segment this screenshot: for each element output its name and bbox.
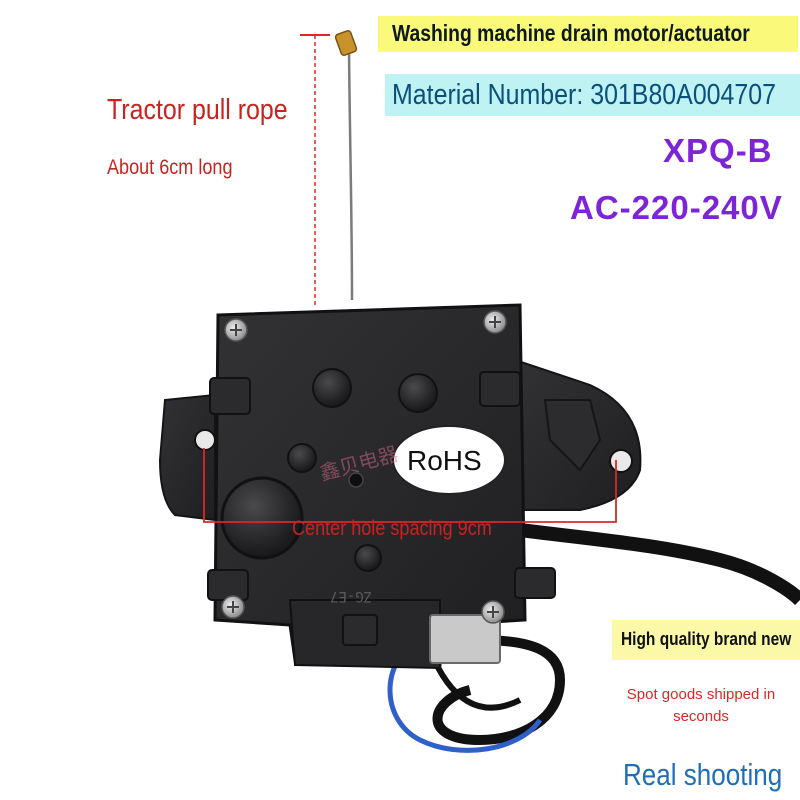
pull-rope xyxy=(347,49,354,301)
model-number: XPQ-B xyxy=(663,132,773,169)
screw-bottom-left xyxy=(221,595,245,619)
quality-banner xyxy=(612,620,800,660)
center-hole xyxy=(348,472,364,488)
round-cap xyxy=(220,476,304,560)
shipping-label: Spot goods shipped in seconds xyxy=(626,686,776,725)
material-number: Material Number: 301B80A004707 xyxy=(392,79,777,111)
screw-bottom-right xyxy=(481,600,505,624)
screw-top-left xyxy=(224,318,248,342)
left-mount-hole xyxy=(194,429,216,451)
real-shooting-label: Real shooting xyxy=(623,757,783,792)
product-title-banner xyxy=(378,16,798,52)
screw-top-right xyxy=(483,310,507,334)
right-mount-hole xyxy=(609,449,633,473)
voltage-rating: AC-220-240V xyxy=(570,189,783,226)
pull-rope-length: About 6cm long xyxy=(107,156,233,179)
rohs-label: RoHS xyxy=(407,445,482,476)
center-hole-spacing-label: Center hole spacing 9cm xyxy=(292,517,492,540)
power-cable xyxy=(519,523,800,606)
rohs-sticker xyxy=(392,425,506,495)
part-marking: ZG-E7 xyxy=(330,588,373,604)
product-title: Washing machine drain motor/actuator xyxy=(392,20,750,46)
quality-label: High quality brand new xyxy=(621,629,792,649)
connector-block xyxy=(429,614,501,664)
left-flange xyxy=(158,393,216,522)
material-number-banner xyxy=(385,74,800,116)
rope-end-ferrule xyxy=(334,30,358,56)
pull-rope-label: Tractor pull rope xyxy=(107,94,288,126)
